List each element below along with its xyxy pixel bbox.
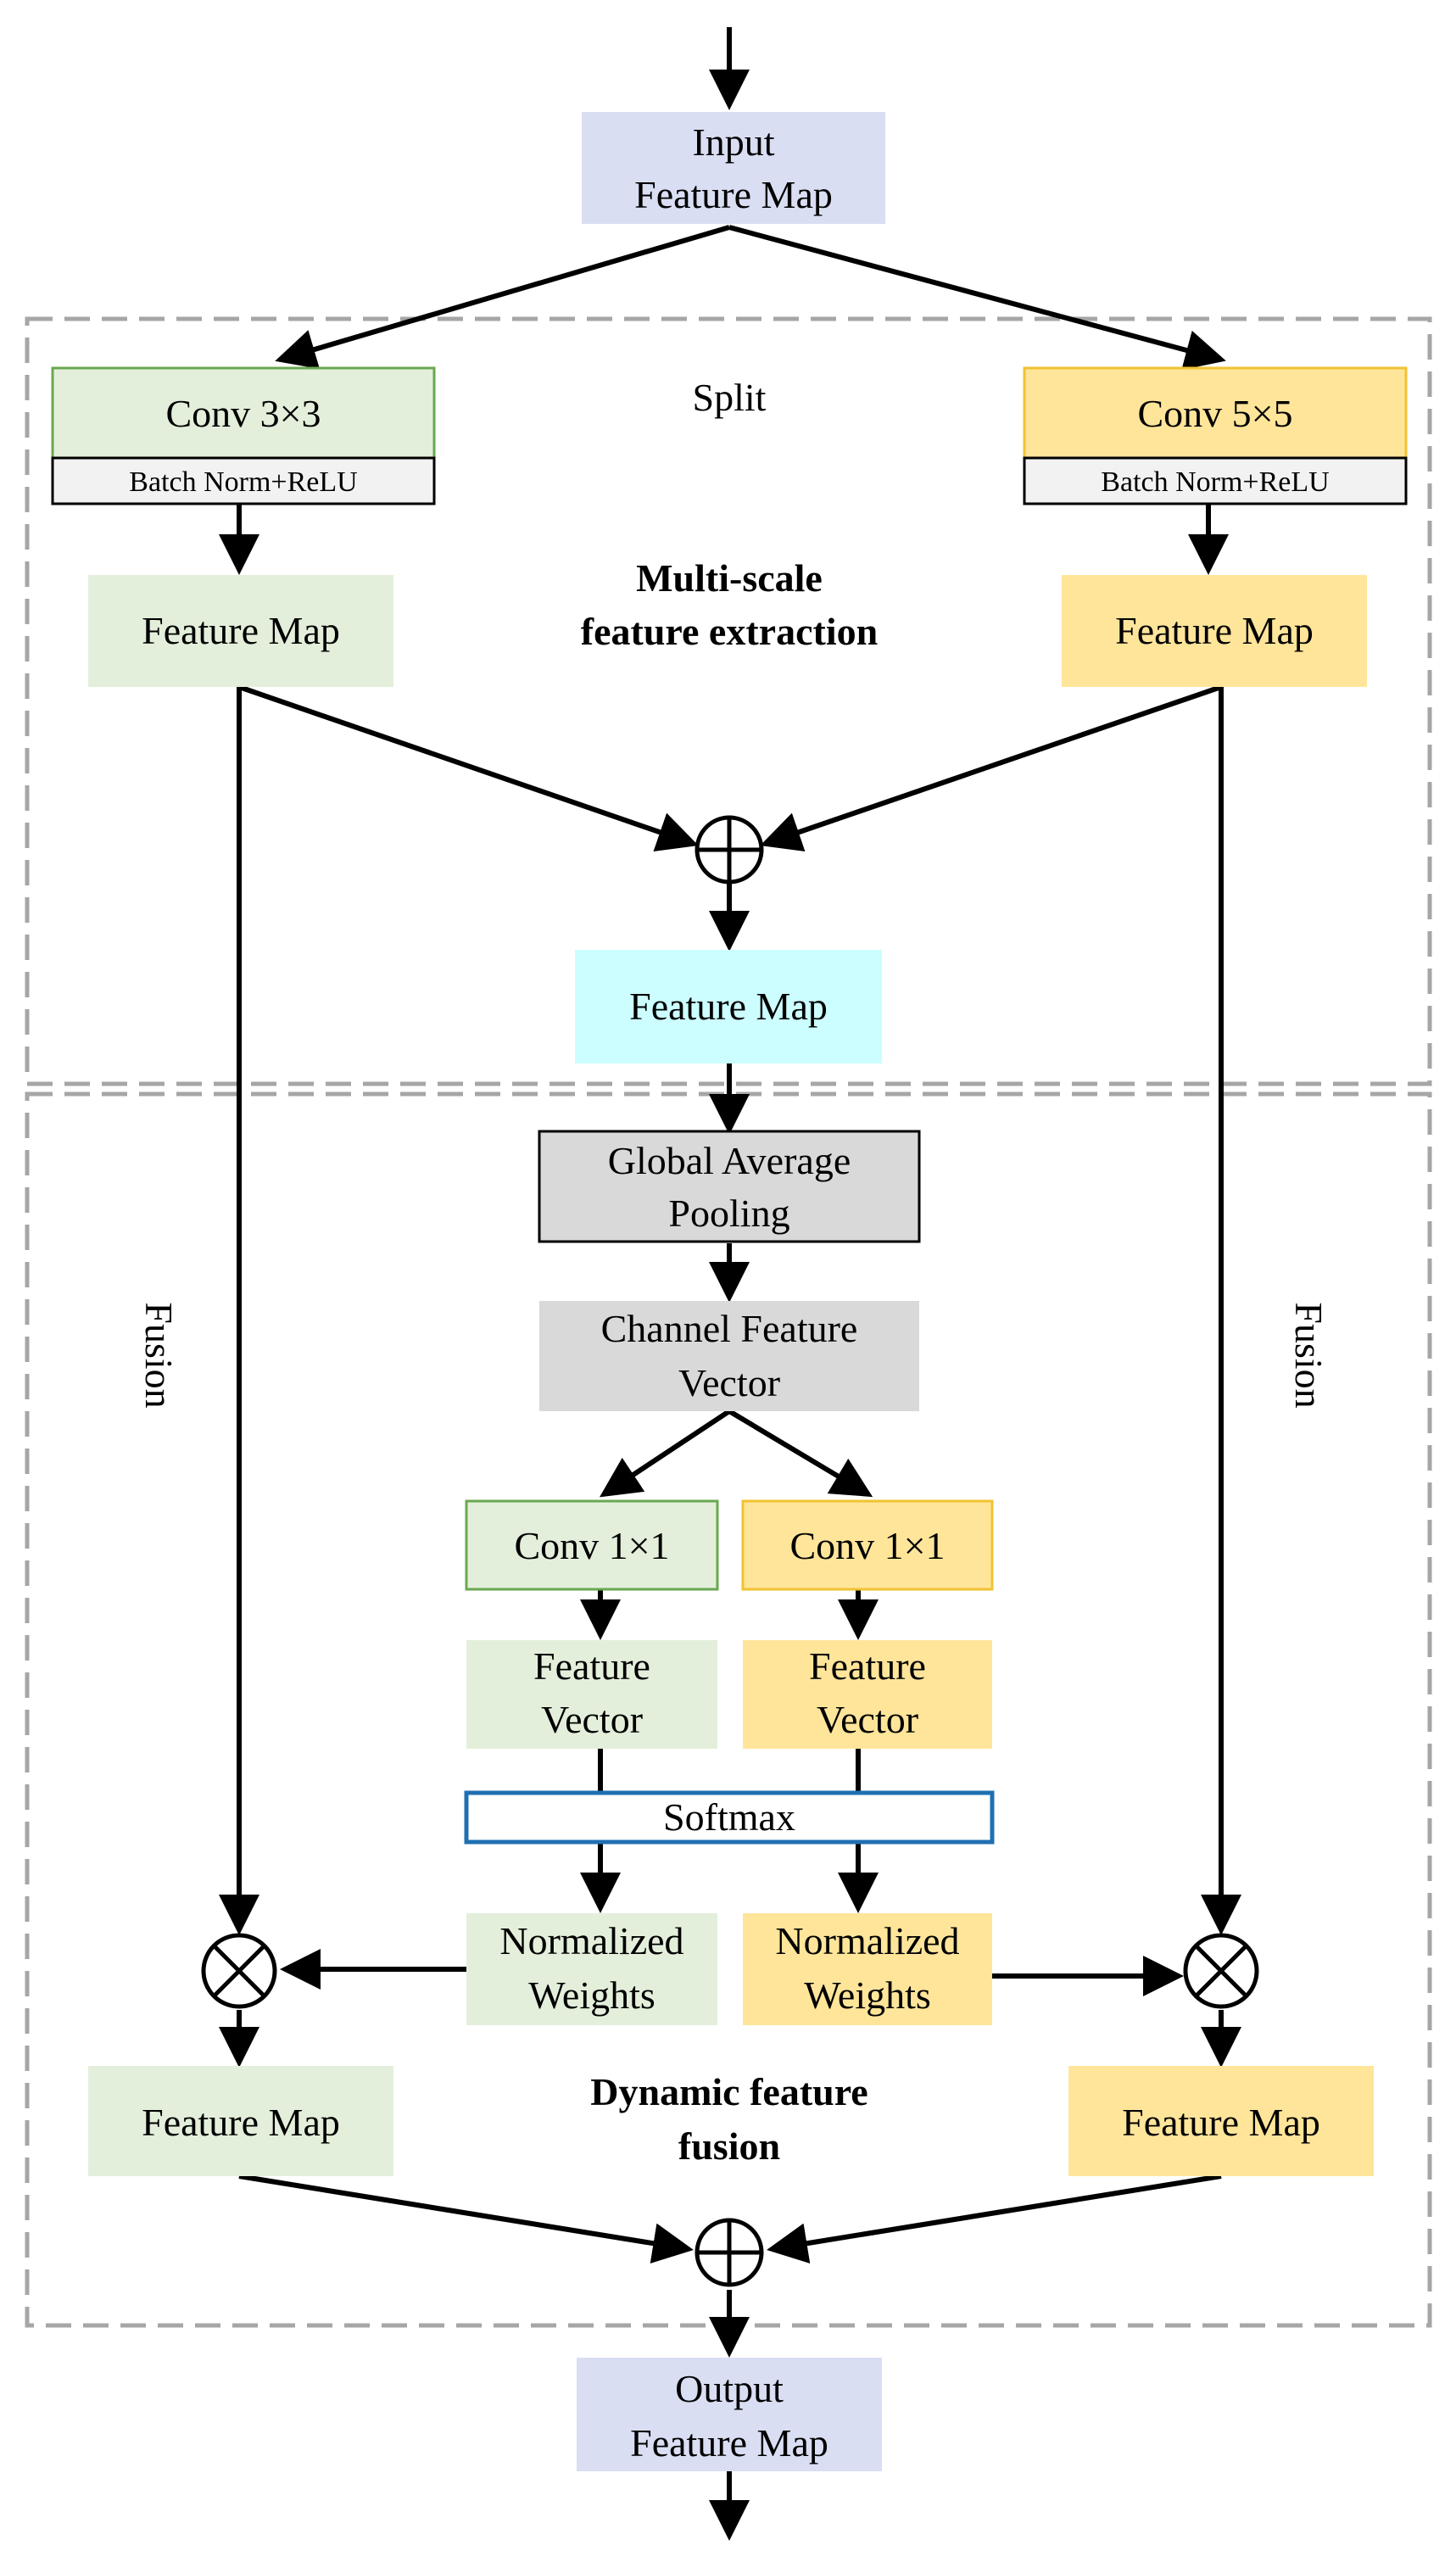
nw-yellow-line2: Weights — [804, 1973, 931, 2017]
conv5x5-label: Conv 5×5 — [1137, 392, 1292, 435]
cfv-label-line1: Channel Feature — [601, 1307, 858, 1350]
green-feature-map-top: Feature Map — [88, 575, 393, 687]
cfv-label-line2: Vector — [678, 1361, 780, 1404]
conv1x1-green-label: Conv 1×1 — [514, 1524, 669, 1567]
input-label-line1: Input — [692, 120, 774, 164]
fusion-label-right: Fusion — [1287, 1302, 1330, 1408]
arrow-input-to-conv5 — [728, 225, 1226, 371]
softmax-label: Softmax — [663, 1795, 795, 1839]
output-label-line1: Output — [675, 2367, 784, 2410]
conv3x3-label: Conv 3×3 — [165, 392, 321, 435]
sum-operator-top — [695, 815, 764, 885]
conv3x3-bn-label: Batch Norm+ReLU — [129, 466, 357, 498]
nw-yellow-line1: Normalized — [775, 1919, 959, 1962]
multi-scale-label-line2: feature extraction — [581, 610, 878, 653]
gap-label-line2: Pooling — [668, 1192, 789, 1235]
yellow-feature-map-bottom-label: Feature Map — [1122, 2101, 1320, 2144]
fv-green-line1: Feature — [533, 1644, 650, 1688]
channel-feature-vector-node: Channel Feature Vector — [539, 1301, 919, 1411]
output-feature-map-node: Output Feature Map — [577, 2358, 882, 2471]
arrow-green-fm-to-sum — [238, 684, 699, 851]
arrow-yellow-fm-to-sum — [760, 684, 1222, 852]
dynamic-fusion-label-line1: Dynamic feature — [590, 2070, 867, 2113]
edges — [219, 27, 1241, 2541]
multi-scale-label-line1: Multi-scale — [636, 556, 823, 600]
yellow-feature-map-top: Feature Map — [1062, 575, 1367, 687]
arrow-cfv-to-conv1-yellow — [728, 1409, 873, 1498]
conv5x5-bn-label: Batch Norm+ReLU — [1101, 466, 1329, 498]
conv1x1-yellow-node: Conv 1×1 — [741, 1499, 994, 1591]
feature-vector-green-node: Feature Vector — [466, 1640, 717, 1749]
gap-label-line1: Global Average — [608, 1139, 851, 1182]
arrow-yellow-fm-bottom-to-sum — [767, 2174, 1222, 2264]
sum-operator-bottom — [695, 2218, 764, 2287]
normalized-weights-yellow-node: Normalized Weights — [743, 1913, 992, 2025]
conv1x1-yellow-label: Conv 1×1 — [789, 1524, 945, 1567]
fv-yellow-line2: Vector — [817, 1698, 918, 1741]
arrow-green-fm-bottom-to-sum — [238, 2174, 694, 2264]
global-average-pooling-node: Global Average Pooling — [538, 1130, 921, 1243]
multiply-operator-left — [201, 1933, 277, 2009]
yellow-feature-map-bottom: Feature Map — [1068, 2066, 1374, 2176]
cyan-feature-map-label: Feature Map — [629, 985, 828, 1028]
green-feature-map-bottom: Feature Map — [88, 2066, 393, 2176]
green-feature-map-top-label: Feature Map — [142, 609, 340, 652]
softmax-node: Softmax — [464, 1790, 995, 1845]
arrow-input-to-conv3 — [275, 225, 730, 370]
feature-vector-yellow-node: Feature Vector — [743, 1640, 992, 1749]
input-label-line2: Feature Map — [634, 173, 833, 216]
green-feature-map-bottom-label: Feature Map — [142, 2101, 340, 2144]
nw-green-line2: Weights — [528, 1973, 655, 2017]
yellow-feature-map-top-label: Feature Map — [1115, 609, 1314, 652]
split-label: Split — [693, 376, 767, 419]
conv5x5-node: Conv 5×5 Batch Norm+ReLU — [1023, 366, 1408, 505]
fv-yellow-line1: Feature — [809, 1644, 926, 1688]
conv3x3-node: Conv 3×3 Batch Norm+ReLU — [51, 366, 436, 505]
output-label-line2: Feature Map — [630, 2421, 828, 2464]
input-feature-map-node: Input Feature Map — [582, 112, 885, 224]
fv-green-line2: Vector — [541, 1698, 643, 1741]
fusion-label-left: Fusion — [137, 1302, 181, 1408]
dynamic-fusion-label-line2: fusion — [678, 2124, 780, 2168]
nw-green-line1: Normalized — [499, 1919, 683, 1962]
normalized-weights-green-node: Normalized Weights — [466, 1913, 717, 2025]
conv1x1-green-node: Conv 1×1 — [465, 1499, 719, 1591]
cyan-feature-map: Feature Map — [575, 950, 882, 1063]
arrow-cfv-to-conv1-green — [599, 1409, 731, 1498]
multiply-operator-right — [1183, 1933, 1259, 2009]
